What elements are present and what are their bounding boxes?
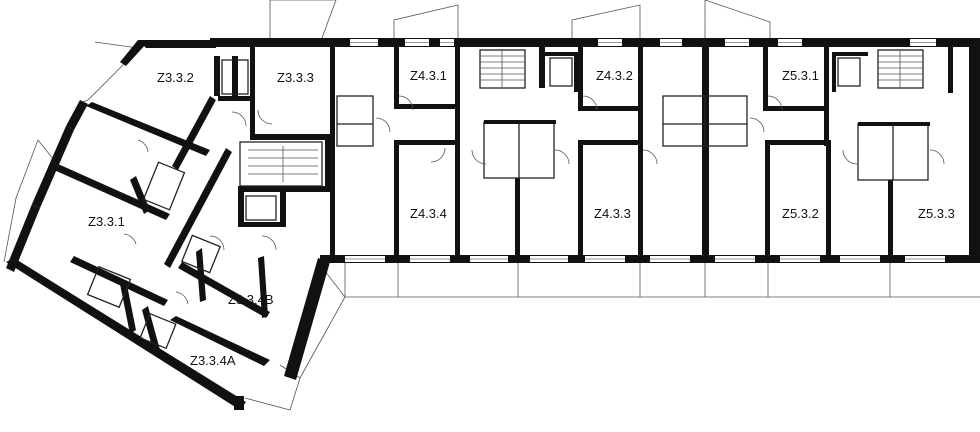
unit-label-z434: Z4.3.4 bbox=[410, 206, 447, 221]
east-doors bbox=[375, 95, 945, 165]
unit-label-z333: Z3.3.3 bbox=[277, 70, 314, 85]
unit-label-z334b: Z3.3.4B bbox=[228, 292, 274, 307]
unit-label-z334a: Z3.3.4A bbox=[190, 353, 236, 368]
unit-label-z431: Z4.3.1 bbox=[410, 68, 447, 83]
unit-label-z332: Z3.3.2 bbox=[157, 70, 194, 85]
unit-label-z432: Z4.3.2 bbox=[596, 68, 633, 83]
bottom-windows bbox=[345, 256, 945, 262]
east-wing bbox=[320, 38, 980, 263]
unit-label-z531: Z5.3.1 bbox=[782, 68, 819, 83]
unit-label-z433: Z4.3.3 bbox=[594, 206, 631, 221]
east-elevators bbox=[544, 52, 868, 92]
top-windows bbox=[350, 39, 936, 46]
unit-label-z533: Z5.3.3 bbox=[918, 206, 955, 221]
unit-labels: Z3.3.2 Z3.3.3 Z3.3.1 Z3.3.4B Z3.3.4A Z4.… bbox=[88, 68, 955, 368]
east-stairs bbox=[479, 49, 924, 89]
bathroom-cores bbox=[336, 95, 930, 181]
balconies bbox=[3, 0, 980, 411]
unit-label-z532: Z5.3.2 bbox=[782, 206, 819, 221]
core-stairs bbox=[248, 146, 318, 182]
unit-label-z331: Z3.3.1 bbox=[88, 214, 125, 229]
west-wing bbox=[6, 40, 277, 410]
central-core bbox=[164, 38, 331, 380]
